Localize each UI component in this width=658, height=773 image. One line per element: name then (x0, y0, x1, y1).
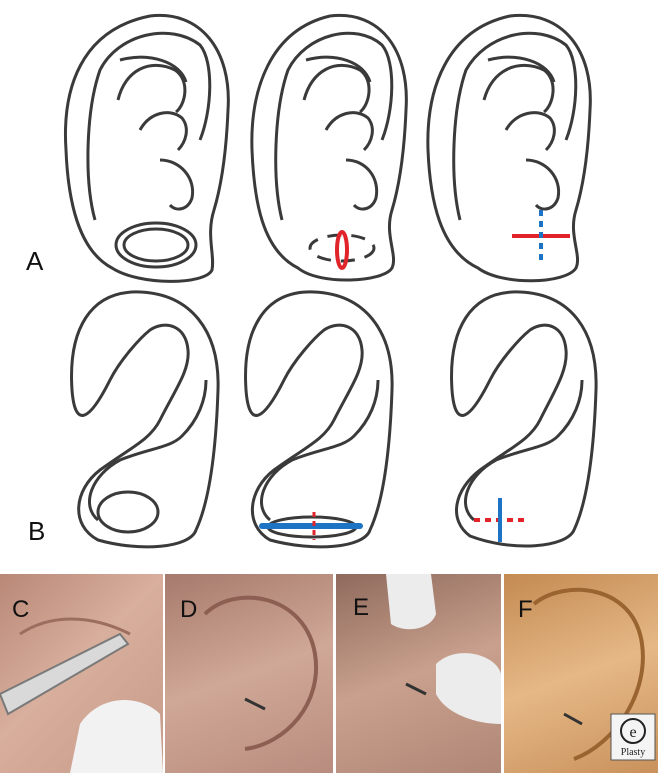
panel-label-f: F (518, 596, 533, 624)
ear-a1-drawing (65, 15, 228, 281)
ear-b2-drawing (246, 292, 393, 547)
panel-label-d: D (180, 596, 197, 624)
panel-label-c: C (12, 596, 29, 624)
ear-a3-drawing (428, 15, 590, 280)
eplasty-logo: e Plasty (610, 713, 656, 761)
ear-b3-drawing (452, 292, 597, 546)
diagram-svg (0, 0, 658, 560)
svg-text:e: e (629, 724, 636, 741)
ear-b1-drawing (72, 292, 219, 547)
ear-a2-drawing (252, 15, 406, 280)
svg-text:Plasty: Plasty (621, 747, 645, 758)
panel-label-e: E (353, 594, 369, 622)
red-incision-marker (337, 232, 347, 268)
row-label-a: A (26, 246, 43, 277)
row-label-b: B (28, 516, 45, 547)
